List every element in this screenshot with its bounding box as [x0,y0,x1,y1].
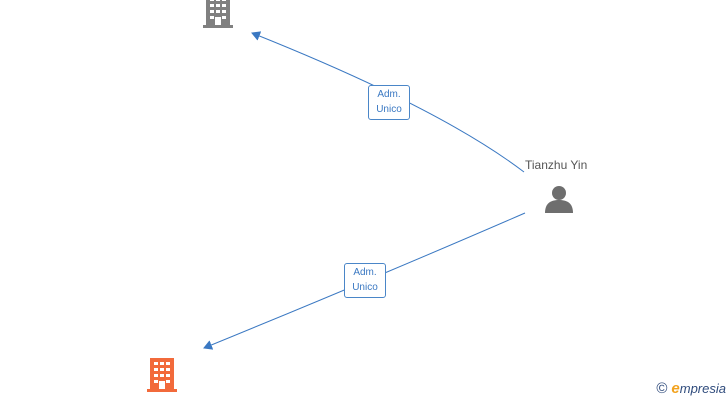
person-icon [545,186,573,213]
brand-name: mpresia [679,381,726,396]
person-name-label: Tianzhu Yin [525,158,588,172]
edge-line-to-top-company [251,31,525,173]
copyright-symbol: © [656,380,668,397]
empresia-logo: empresia [671,380,726,397]
company-bottom-node[interactable] [145,358,179,392]
edge-label-line2: Unico [376,104,402,115]
edge-label-line1: Adm. [377,89,401,100]
edge-label-adm-unico-top[interactable]: Adm. Unico [368,85,410,120]
company-top-node[interactable] [201,0,235,28]
empresia-credit[interactable]: © empresia [656,380,726,397]
edge-label-line1: Adm. [353,267,377,278]
edge-label-line2: Unico [352,282,378,293]
person-node[interactable] [543,183,575,215]
brand-initial: e [671,380,680,397]
edge-label-adm-unico-bottom[interactable]: Adm. Unico [344,263,386,298]
building-icon [147,358,177,392]
building-icon [203,0,233,28]
